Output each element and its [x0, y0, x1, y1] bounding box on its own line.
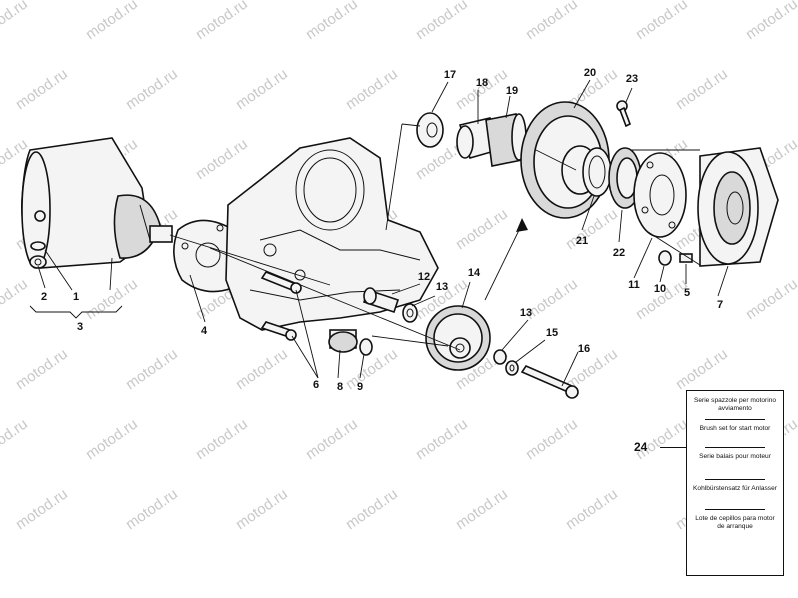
clutch-cage [608, 147, 642, 209]
legend-entry-italian: Serie spazzole per motorino avviamento [693, 397, 777, 412]
callout-number: 20 [584, 67, 596, 79]
watermark-text: motod.ru [523, 415, 581, 463]
watermark-text: motod.ru [743, 0, 798, 43]
callout-number: 10 [654, 283, 666, 295]
callout-number: 19 [506, 85, 518, 97]
watermark-text: motod.ru [743, 275, 798, 323]
callout-number: 13 [436, 281, 448, 293]
watermark-text: motod.ru [83, 275, 141, 323]
watermark-text: motod.ru [633, 0, 691, 43]
watermark-text: motod.ru [233, 345, 291, 393]
watermark-text: motod.ru [413, 415, 471, 463]
watermark-text: motod.ru [303, 0, 361, 43]
legend-divider [705, 509, 765, 510]
washer-17 [416, 112, 444, 148]
legend-divider [705, 447, 765, 448]
callout-number: 21 [576, 235, 588, 247]
legend-leader-line [660, 447, 686, 448]
watermark-text: motod.ru [343, 65, 401, 113]
legend-entry-spanish: Lote de cepillos para motor de arranque [695, 515, 775, 530]
watermark-text: motod.ru [523, 0, 581, 43]
stud-5 [679, 253, 693, 263]
watermark-text: motod.ru [83, 0, 141, 43]
screw-23 [616, 100, 632, 128]
idler-gear [425, 305, 491, 371]
callout-number: 8 [337, 381, 343, 393]
watermark-text: motod.ru [0, 415, 31, 463]
leader-lines [29, 79, 729, 387]
callout-number: 23 [626, 73, 638, 85]
watermark-text: motod.ru [123, 485, 181, 533]
watermark-text: motod.ru [0, 0, 31, 43]
legend-callout-number: 24 [634, 440, 648, 454]
callout-number: 3 [77, 321, 83, 333]
watermark-text: motod.ru [0, 275, 31, 323]
nut-10 [658, 250, 672, 266]
watermark-text: motod.ru [453, 485, 511, 533]
watermark-text: motod.ru [303, 415, 361, 463]
legend-entry-english: Brush set for start motor [699, 425, 771, 432]
nut-and-washer [29, 241, 47, 269]
washer-15 [505, 360, 519, 376]
washer-13a [402, 303, 418, 323]
watermark-text: motod.ru [413, 0, 471, 43]
callout-number: 11 [628, 279, 640, 291]
legend-divider [705, 419, 765, 420]
callout-number: 14 [468, 267, 481, 279]
callout-number: 1 [73, 291, 79, 303]
needle-bearing [485, 113, 527, 167]
watermark-text: motod.ru [123, 65, 181, 113]
callout-number: 6 [313, 379, 319, 391]
watermark-text: motod.ru [13, 65, 71, 113]
watermark-text: motod.ru [233, 65, 291, 113]
watermark-text: motod.ru [453, 205, 511, 253]
watermark-text: motod.ru [563, 485, 621, 533]
flywheel [697, 147, 779, 267]
legend-entry-german: Kohlbürstensatz für Anlasser [693, 485, 777, 492]
callout-number: 16 [578, 343, 590, 355]
watermark-text: motod.ru [343, 485, 401, 533]
washer-13b [493, 349, 507, 365]
callout-number: 4 [201, 325, 208, 337]
clutch-hub [633, 152, 687, 238]
watermark-text: motod.ru [193, 415, 251, 463]
watermark-text: motod.ru [343, 345, 401, 393]
callout-number: 13 [520, 307, 532, 319]
callout-number: 12 [418, 271, 430, 283]
legend-divider [705, 479, 765, 480]
sprag-clutch [582, 147, 612, 197]
watermark-text: motod.ru [673, 345, 731, 393]
starter-motor [21, 137, 173, 269]
callout-number: 17 [444, 69, 456, 81]
callout-number: 5 [684, 287, 690, 299]
watermark-text: motod.ru [83, 415, 141, 463]
watermark-text: motod.ru [453, 65, 511, 113]
callout-number: 18 [476, 77, 488, 89]
callout-number: 22 [613, 247, 625, 259]
callout-number: 9 [357, 381, 363, 393]
watermark-text: motod.ru [123, 345, 181, 393]
watermark-text: motod.ru [193, 135, 251, 183]
callout-number: 7 [717, 299, 723, 311]
idler-shaft [362, 287, 400, 314]
callout-number: 15 [546, 327, 558, 339]
engine-casing [225, 137, 439, 331]
pinion-gear [328, 329, 358, 353]
circlip [359, 338, 373, 356]
watermark-text: motod.ru [233, 485, 291, 533]
legend-entry-french: Serie balais pour moteur [699, 453, 771, 460]
watermark-text: motod.ru [193, 0, 251, 43]
long-bolt [520, 364, 579, 399]
callout-number: 2 [41, 291, 47, 303]
watermark-text: motod.ru [13, 345, 71, 393]
brush-set-legend: Serie spazzole per motorino avviamento B… [686, 390, 784, 576]
bolts [260, 271, 302, 341]
watermark-text: motod.ru [13, 485, 71, 533]
watermark-text: motod.ru [673, 65, 731, 113]
